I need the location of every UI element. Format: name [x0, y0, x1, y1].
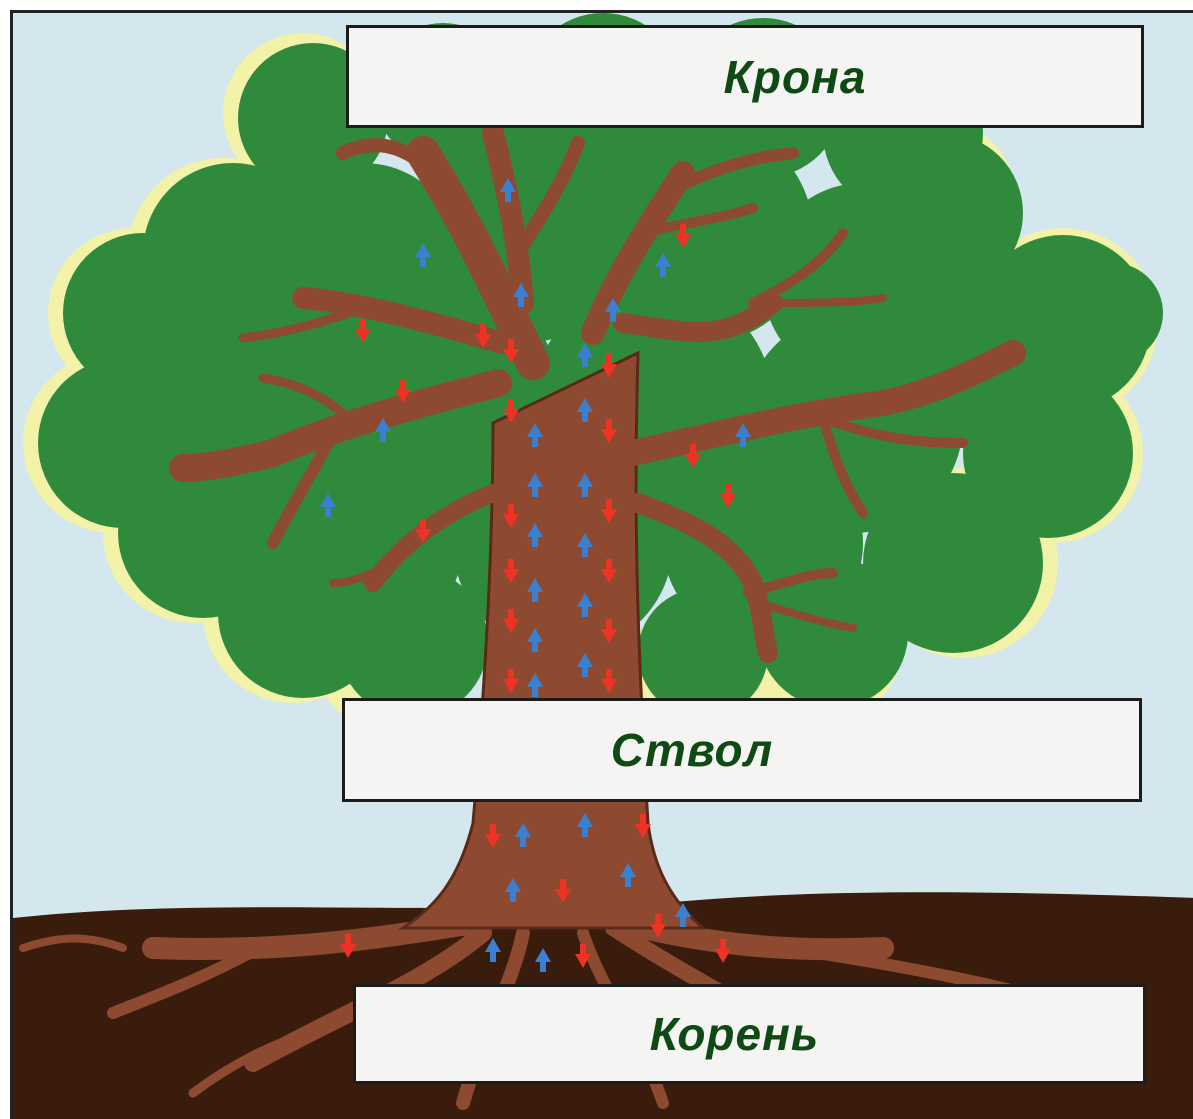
crown-label: Крона — [724, 50, 867, 104]
crown-label-box: Крона — [346, 25, 1144, 128]
root-label-box: Корень — [353, 984, 1146, 1084]
tree-illustration — [13, 13, 1193, 1119]
trunk-label-box: Ствол — [342, 698, 1142, 802]
picture-frame — [10, 10, 1193, 1119]
trunk-label: Ствол — [611, 723, 773, 777]
root-label: Корень — [650, 1007, 819, 1061]
